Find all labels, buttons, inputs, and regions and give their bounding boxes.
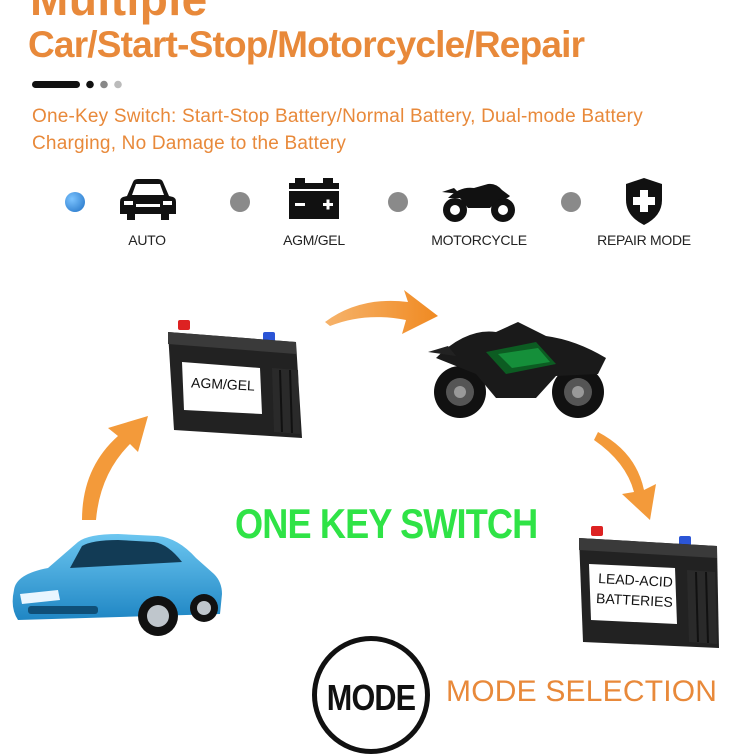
mode-label-auto: AUTO: [128, 232, 166, 248]
motorcycle-icon: [442, 183, 515, 222]
car-image: [12, 534, 222, 636]
one-key-switch-text: ONE KEY SWITCH: [235, 500, 538, 547]
header-title: Car/Start-Stop/Motorcycle/Repair: [28, 24, 585, 65]
mode-item-agm[interactable]: AGM/GEL: [239, 176, 389, 256]
mode-button-label: MODE: [326, 677, 416, 718]
header-subtitle: One-Key Switch: Start-Stop Battery/Norma…: [32, 106, 643, 154]
mode-label-agm: AGM/GEL: [283, 232, 345, 248]
agm-battery-image: [168, 320, 302, 438]
mode-label-motorcycle: MOTORCYCLE: [431, 232, 527, 248]
mode-item-auto[interactable]: AUTO: [72, 176, 222, 256]
motorcycle-image: [428, 322, 606, 418]
mode-dot-repair[interactable]: [561, 192, 581, 212]
mode-selection-text: MODE SELECTION: [446, 675, 718, 708]
mode-item-motorcycle[interactable]: MOTORCYCLE: [404, 176, 554, 256]
mode-button[interactable]: MODE: [312, 636, 430, 754]
battery-icon: [289, 178, 339, 219]
header-title-top: Multiple: [30, 0, 208, 26]
mode-item-repair[interactable]: REPAIR MODE: [569, 176, 719, 256]
car-icon: [120, 179, 176, 220]
mode-label-repair: REPAIR MODE: [597, 232, 691, 248]
lead-acid-battery-image: [579, 526, 719, 648]
mode-dot-motorcycle[interactable]: [388, 192, 408, 212]
arrow-agm-to-motorcycle: [325, 290, 438, 334]
lead-acid-battery-label: LEAD-ACID BATTERIES: [591, 568, 679, 612]
arrow-motorcycle-to-leadacid: [594, 432, 656, 520]
progress-indicator: [32, 80, 122, 89]
shield-plus-icon: [626, 178, 662, 225]
mode-dot-agm[interactable]: [230, 192, 250, 212]
mode-dot-auto[interactable]: [65, 192, 85, 212]
arrow-car-to-agm: [82, 416, 148, 520]
